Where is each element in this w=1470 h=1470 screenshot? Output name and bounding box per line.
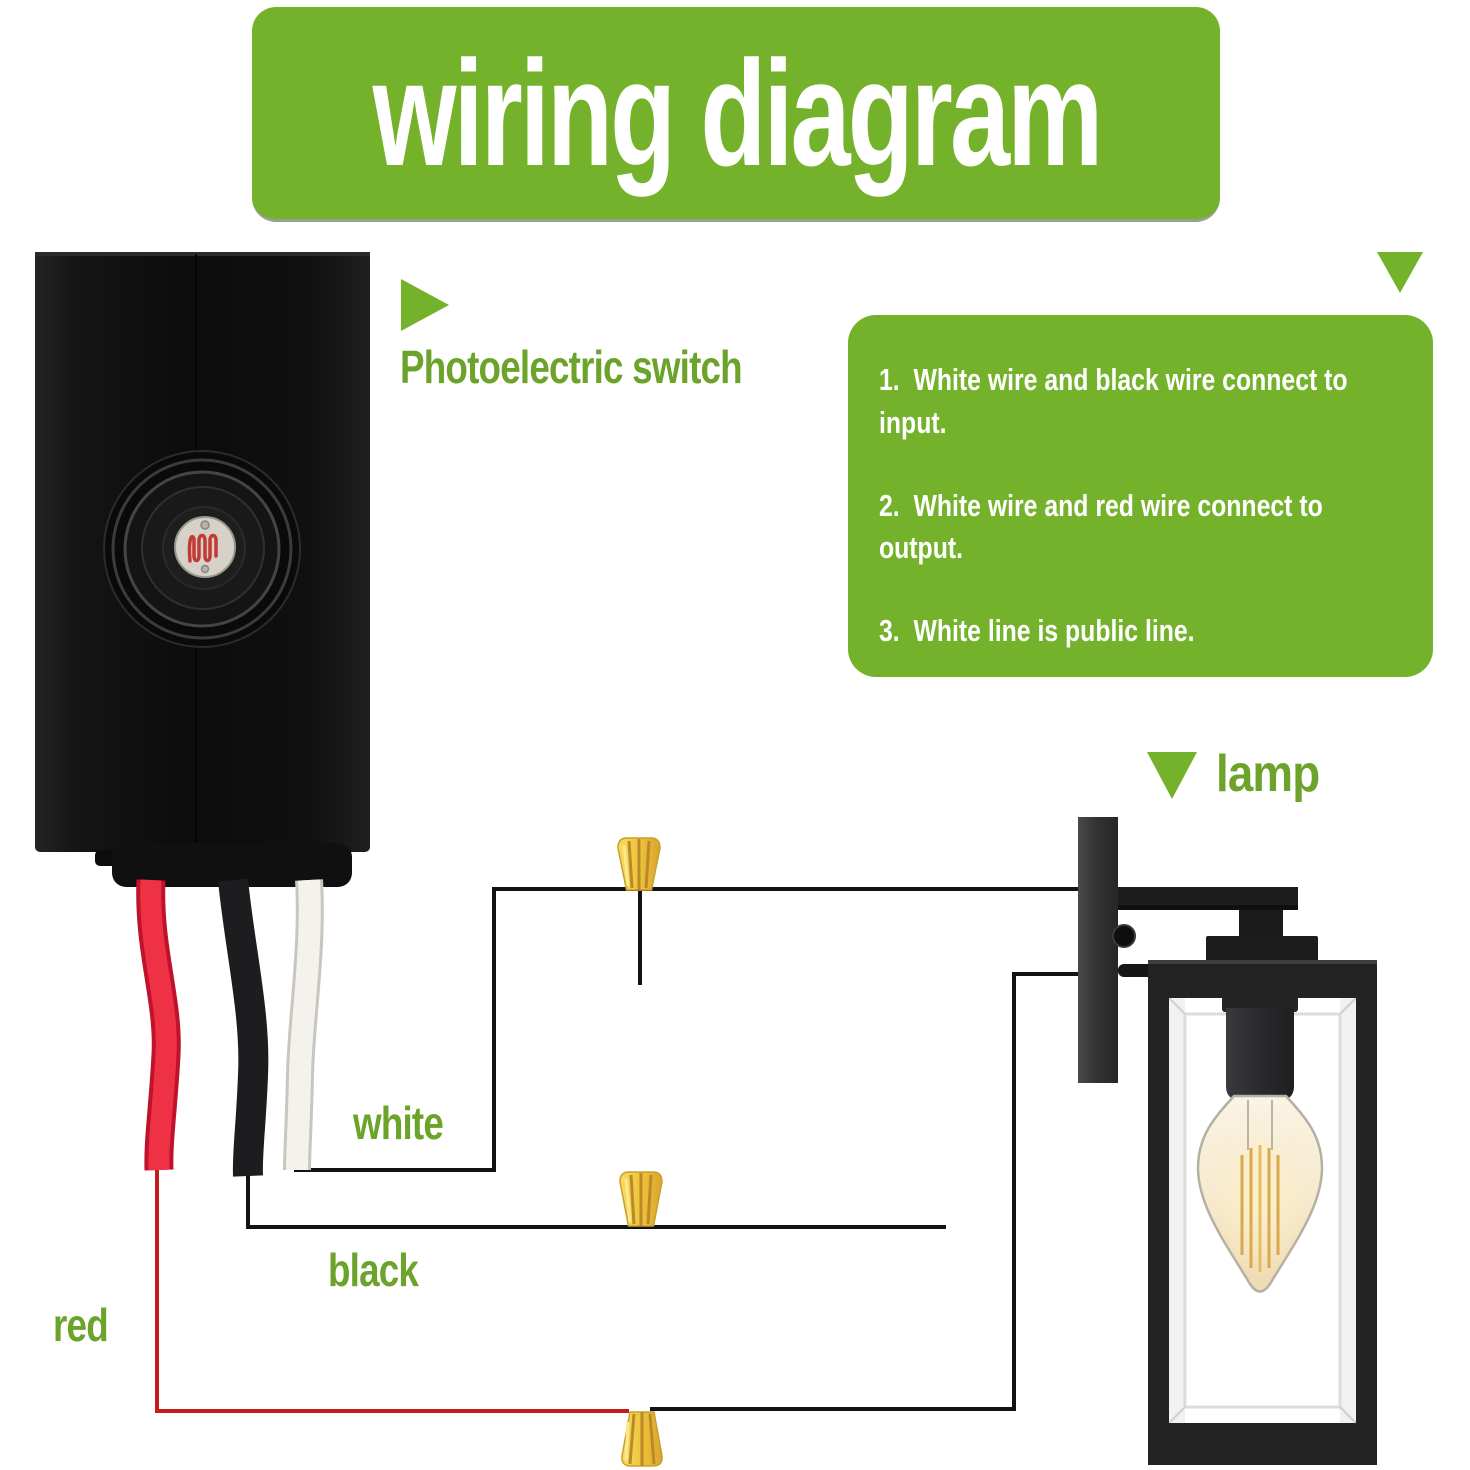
lead-wires xyxy=(136,878,324,1177)
white-wire-label: white xyxy=(353,1097,444,1149)
bulb-filament xyxy=(1240,1145,1280,1272)
red-wire-label: red xyxy=(53,1299,109,1351)
wire-nut-middle-icon xyxy=(619,1171,663,1227)
lamp-arm xyxy=(1118,887,1298,910)
instruction-item: 3. White line is public line. xyxy=(879,613,1195,649)
light-sensor xyxy=(103,450,301,648)
black-wire xyxy=(218,878,269,1177)
page-title: wiring diagram xyxy=(372,28,1103,197)
black-wire-label: black xyxy=(328,1244,419,1296)
wire-nut-top-icon xyxy=(617,837,661,891)
white-circuit-line xyxy=(294,887,1081,1172)
instructions-panel: 1. White wire and black wire connect to … xyxy=(848,315,1433,677)
instruction-item: 2. White wire and red wire connect to ou… xyxy=(879,487,1323,566)
switch-label: Photoelectric switch xyxy=(400,341,743,393)
title-banner: wiring diagram xyxy=(252,7,1220,222)
wall-lamp xyxy=(1078,817,1377,1465)
black-circuit-line xyxy=(246,1174,946,1229)
circuit-lines xyxy=(155,887,1084,1413)
light-bulb xyxy=(1196,1094,1324,1293)
arrow-right-icon xyxy=(401,279,449,331)
lamp-label: lamp xyxy=(1216,745,1320,803)
bulb-socket xyxy=(1226,1008,1294,1100)
white-wire-highlight xyxy=(286,879,321,1171)
red-wire-highlight xyxy=(140,879,177,1171)
arrow-down-icon xyxy=(1377,252,1423,293)
instructions-list: 1. White wire and black wire connect to … xyxy=(848,315,1433,653)
instruction-item: 1. White wire and black wire connect to … xyxy=(879,362,1348,440)
arrow-down-icon xyxy=(1147,752,1197,799)
wire-nut-bottom-icon xyxy=(621,1411,663,1467)
lamp-wall-plate xyxy=(1078,817,1118,1083)
lantern-cap xyxy=(1206,936,1318,962)
lamp-arm-step xyxy=(1239,910,1283,938)
photoresistor xyxy=(174,516,236,578)
lamp-return-line xyxy=(650,972,1084,1411)
red-circuit-line xyxy=(155,1169,629,1413)
photocell-device xyxy=(35,252,370,887)
lamp-plate-bolt xyxy=(1112,924,1136,948)
lamp-mount-rod xyxy=(1118,964,1154,977)
